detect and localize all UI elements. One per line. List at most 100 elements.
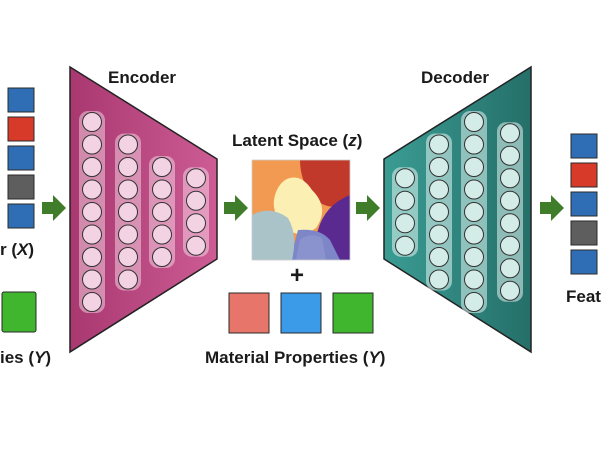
encoder-node [186, 235, 206, 256]
decoder-label: Decoder [421, 68, 489, 88]
decoder-node [500, 123, 520, 144]
y-label-fragment: ies ( [0, 348, 35, 367]
decoder-trapezoid [383, 65, 532, 354]
encoder-node [118, 179, 138, 200]
material-properties-boxes [228, 292, 374, 334]
input-vector-cell-5 [7, 203, 35, 229]
encoder-node [118, 247, 138, 267]
output-vector-cell-5 [570, 249, 598, 275]
x-label-fragment: r ( [0, 240, 17, 259]
encoder-node [82, 112, 102, 132]
decoder-label-text: Decoder [421, 68, 490, 87]
decoder-node [429, 179, 449, 200]
encoder-node [186, 213, 206, 234]
decoder-node [500, 280, 520, 301]
decoder-layer-1 [392, 167, 418, 257]
encoder-node [152, 247, 172, 267]
encoder-node [82, 269, 102, 290]
input-vector-cell-3 [7, 145, 35, 171]
decoder-node [395, 190, 415, 211]
input-property-box [1, 291, 37, 333]
decoder-node [395, 213, 415, 234]
encoder-node [152, 157, 172, 177]
encoder-node [186, 168, 206, 189]
decoder-node [395, 168, 415, 189]
material-properties-prefix: Material Properties ( [205, 348, 369, 367]
material-properties-label: Material Properties (Y) [205, 348, 385, 368]
decoder-node [464, 179, 484, 200]
decoder-node [500, 168, 520, 189]
output-feature-vector [570, 133, 598, 275]
encoder-node [152, 224, 172, 245]
encoder-node [152, 202, 172, 222]
flow-arrows [42, 195, 564, 221]
encoder-node [118, 134, 138, 155]
encoder-label: Encoder [108, 68, 176, 88]
input-vector-cell-4 [7, 174, 35, 200]
encoder-node [118, 224, 138, 245]
decoder-node [500, 190, 520, 211]
decoder-node [464, 134, 484, 155]
decoder-node [429, 269, 449, 290]
feature-vector-x-label: r (X) [0, 240, 34, 260]
decoder-node [464, 157, 484, 177]
material-property-box-2 [280, 292, 322, 334]
latent-label-prefix: Latent Space ( [232, 131, 349, 150]
output-vector-cell-2 [570, 162, 598, 188]
encoder-node [82, 202, 102, 222]
material-property-box-1 [228, 292, 270, 334]
decoder-layers [392, 111, 523, 313]
decoder-node [500, 258, 520, 279]
x-label-close: ) [28, 240, 35, 259]
latent-space-image [251, 159, 351, 261]
latent-label-suffix: ) [356, 131, 363, 150]
properties-y-label: ies (Y) [0, 348, 51, 368]
decoder-node [500, 145, 520, 166]
flow-arrow-4 [540, 195, 564, 221]
encoder-node [152, 179, 172, 200]
encoder-node [82, 292, 102, 312]
encoder-node [82, 157, 102, 177]
flow-arrow-3 [356, 195, 380, 221]
encoder-node [82, 247, 102, 267]
x-symbol: X [17, 240, 29, 259]
decoder-node [429, 157, 449, 177]
decoder-node [429, 247, 449, 267]
flow-arrow-1 [42, 195, 66, 221]
encoder-label-text: Encoder [108, 68, 177, 87]
encoder-node [118, 157, 138, 177]
plus-text: + [290, 262, 305, 289]
decoder-layer-4 [497, 122, 523, 302]
latent-symbol: z [348, 131, 357, 150]
decoder-node [464, 247, 484, 267]
encoder-node [118, 202, 138, 222]
output-vector-cell-1 [570, 133, 598, 159]
decoder-node [464, 269, 484, 290]
output-vector-cell-3 [570, 191, 598, 217]
decoder-node [464, 202, 484, 222]
encoder-node [82, 179, 102, 200]
encoder-node [82, 224, 102, 245]
latent-space-label: Latent Space (z) [232, 131, 362, 151]
material-property-box-3 [332, 292, 374, 334]
plus-sign: + [290, 262, 304, 290]
decoder-node [395, 235, 415, 256]
features-label: Feat [566, 287, 601, 307]
y-label-close: ) [45, 348, 52, 367]
material-properties-suffix: ) [379, 348, 386, 367]
decoder-node [500, 213, 520, 234]
encoder-node [82, 134, 102, 155]
encoder-node [118, 269, 138, 290]
decoder-node [500, 235, 520, 256]
y-symbol: Y [34, 348, 46, 367]
decoder-node [429, 134, 449, 155]
encoder-node [186, 190, 206, 211]
input-vector-cell-2 [7, 116, 35, 142]
material-properties-symbol: Y [368, 348, 380, 367]
features-label-fragment: Feat [566, 287, 601, 306]
decoder-node [464, 292, 484, 312]
decoder-node [464, 224, 484, 245]
decoder-node [429, 224, 449, 245]
output-vector-cell-4 [570, 220, 598, 246]
